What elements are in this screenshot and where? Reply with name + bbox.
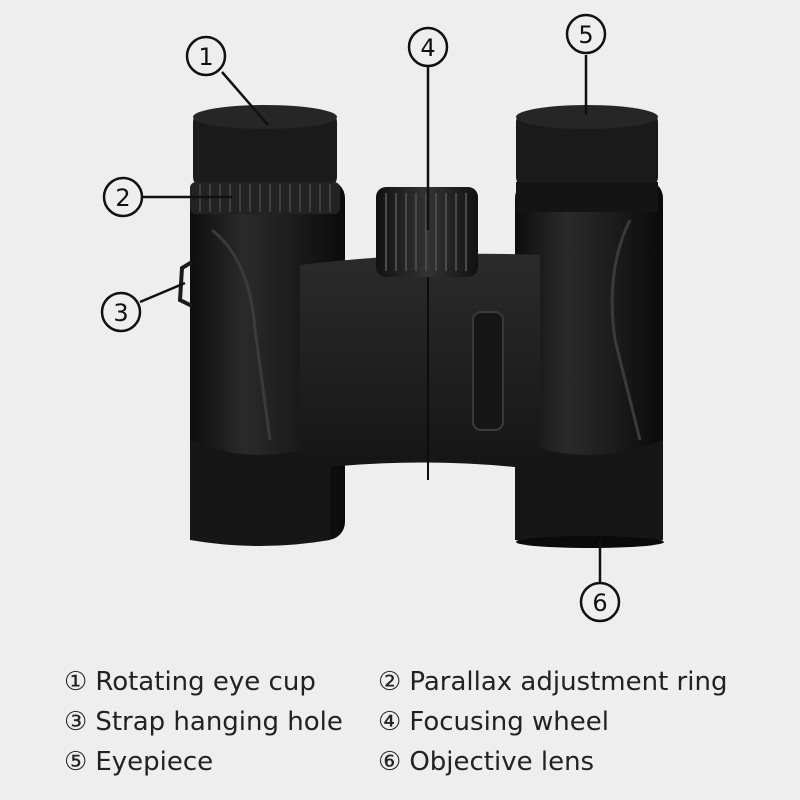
rotating-eye-cup (193, 105, 337, 187)
callout-2-number: 2 (115, 184, 130, 212)
callout-3: 3 (100, 291, 142, 333)
callout-3-number: 3 (113, 299, 128, 327)
center-bridge (300, 253, 540, 480)
callout-5-number: 5 (578, 21, 593, 49)
legend-mark: ③ (64, 707, 88, 737)
legend-mark: ① (64, 667, 88, 697)
callout-1: 1 (185, 35, 227, 77)
legend-mark: ② (378, 667, 402, 697)
callout-4-number: 4 (420, 34, 435, 62)
callout-6: 6 (579, 581, 621, 623)
binocular-illustration: 1 2 3 4 5 6 (100, 13, 664, 623)
legend-label: Objective lens (409, 747, 595, 777)
focusing-wheel (376, 187, 478, 277)
parallax-adjustment-ring (190, 182, 340, 214)
callout-1-number: 1 (198, 43, 213, 71)
right-barrel (515, 180, 663, 546)
legend-mark: ⑤ (64, 747, 88, 777)
objective-lens (516, 536, 664, 548)
callout-6-number: 6 (592, 589, 607, 617)
leader-lines (139, 55, 602, 582)
legend-label: Rotating eye cup (95, 667, 316, 697)
callout-5: 5 (565, 13, 607, 55)
legend-label: Strap hanging hole (95, 707, 343, 737)
callout-4: 4 (407, 26, 449, 68)
eyepiece (516, 105, 658, 212)
legend-mark: ⑥ (378, 747, 402, 777)
legend-label: Focusing wheel (409, 707, 609, 737)
legend-mark: ④ (378, 707, 402, 737)
callout-2: 2 (102, 176, 144, 218)
legend-label: Eyepiece (95, 747, 214, 777)
legend-label: Parallax adjustment ring (409, 667, 728, 697)
